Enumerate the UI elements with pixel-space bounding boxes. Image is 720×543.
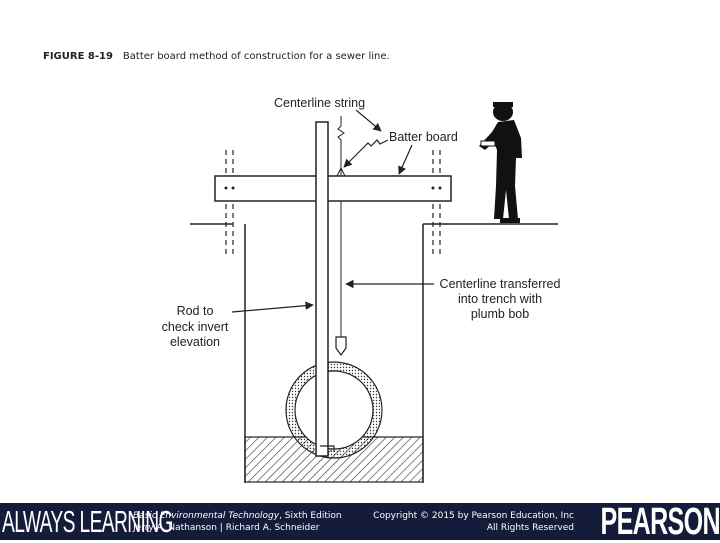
book-info: Basic Environmental Technology, Sixth Ed… [133,511,342,534]
book-title: Basic Environmental Technology [133,511,280,521]
batter-board-diagram: Centerline string Batter board Centerlin… [162,96,561,483]
label-rod-1: Rod to [177,304,214,318]
book-edition: , Sixth Edition [279,511,342,521]
arrow-centerline-string [355,109,382,132]
batter-board [214,175,452,202]
sewer-pipe-inner [294,370,374,450]
copyright-line2: All Rights Reserved [486,522,574,533]
figure-caption-text: Batter board method of construction for … [122,51,390,62]
pearson-logo: PEARSON [600,501,720,543]
label-batter-board: Batter board [389,130,458,144]
arrow-batter-board-2 [398,144,413,175]
label-centerline-transferred-1: Centerline transferred [440,277,561,291]
invert-rod [315,121,329,457]
centerline-string [337,116,345,176]
surveyor-figure [479,102,522,223]
copyright: Copyright © 2015 by Pearson Education, I… [373,511,574,534]
footer-bar: ALWAYS LEARNING Basic Environmental Tech… [0,501,720,543]
arrow-rod [231,301,314,313]
label-rod-2: check invert [162,320,229,334]
label-centerline-transferred-2: into trench with [458,292,542,306]
arrow-batter-board-1 [343,139,389,168]
right-stake [432,150,441,258]
label-centerline-string: Centerline string [274,96,365,110]
book-authors: Jerry A. Nathanson | Richard A. Schneide… [133,522,320,533]
plumb-bob [335,336,347,357]
always-learning-logo: ALWAYS LEARNING [2,504,173,539]
copyright-line1: Copyright © 2015 by Pearson Education, I… [373,511,574,521]
label-rod-3: elevation [170,335,220,349]
left-stake [225,150,234,258]
label-centerline-transferred-3: plumb bob [471,307,529,321]
figure-number: FIGURE 8-19 [43,51,113,62]
figure-caption: FIGURE 8-19 Batter board method of constr… [43,51,390,62]
